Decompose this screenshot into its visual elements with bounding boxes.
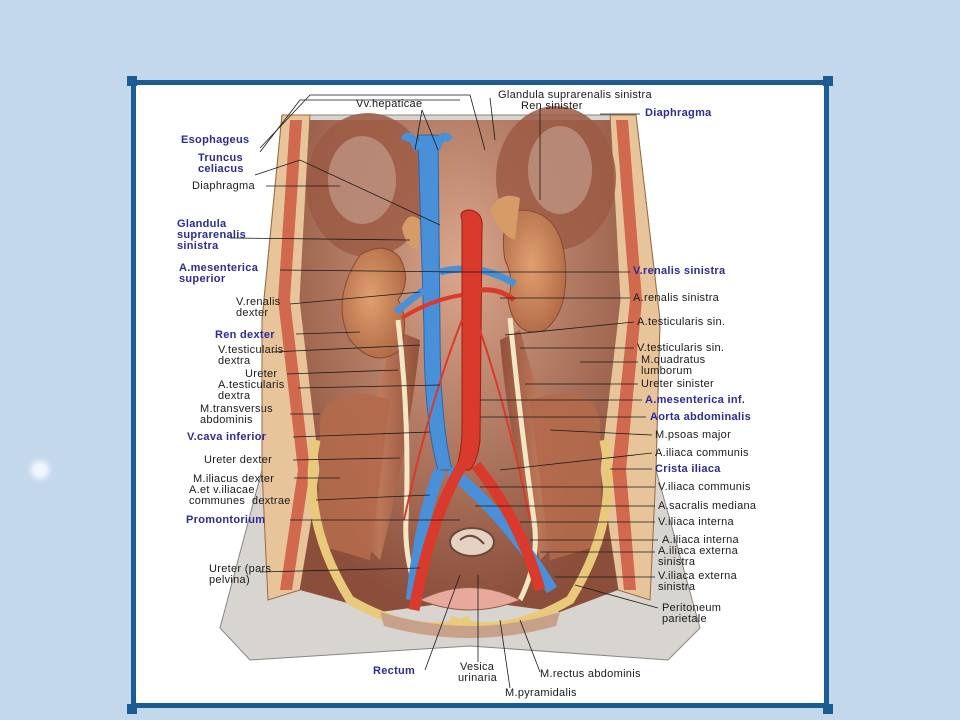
label-sinistra: sinistra <box>177 240 219 252</box>
a-testicularis-dextra-shape <box>403 319 463 521</box>
a-iliaca-communis-right <box>408 462 467 611</box>
label-peritoneum: Peritoneum <box>662 602 722 614</box>
label-ureter-sinister: Ureter sinister <box>641 378 714 390</box>
label-v-cava-inferior: V.cava inferior <box>187 431 267 443</box>
a-renalis-dextra-shape <box>400 293 463 320</box>
label-dextra-1: dextra <box>218 355 251 367</box>
label-sinistra-ae: sinistra <box>658 556 696 568</box>
slide-bullet-dot <box>34 464 46 476</box>
label-m-iliacus-dexter: M.iliacus dexter <box>193 473 275 485</box>
label-ureter-dexter: Ureter dexter <box>204 454 273 466</box>
label-m-psoas-major: M.psoas major <box>655 429 732 441</box>
label-esophageus: Esophageus <box>181 134 250 146</box>
label-a-et-v-iliacae: A.et v.iliacae <box>189 484 255 496</box>
label-dexter: dexter <box>236 307 269 319</box>
label-a-renalis-sinistra: A.renalis sinistra <box>633 292 720 304</box>
label-superior: superior <box>179 273 226 285</box>
label-aorta-abdominalis: Aorta abdominalis <box>650 411 752 423</box>
label-lumborum: lumborum <box>641 365 693 377</box>
label-dextra-2: dextra <box>218 390 251 402</box>
frame-corner-bl <box>127 704 137 714</box>
label-pelvina: pelvina) <box>209 574 250 586</box>
label-m-transversus: M.transversus <box>200 403 273 415</box>
label-v-iliaca-externa: V.iliaca externa <box>658 570 737 582</box>
label-sinistra-ve: sinistra <box>658 581 696 593</box>
label-urinaria: urinaria <box>458 672 498 684</box>
a-iliaca-communis-left <box>471 461 546 592</box>
label-v-renalis: V.renalis <box>236 296 281 308</box>
label-communes-dextrae: communes dextrae <box>189 495 291 507</box>
label-m-pyramidalis: M.pyramidalis <box>505 687 577 699</box>
label-a-testicularis-sin: A.testicularis sin. <box>637 316 726 328</box>
frame-corner-tl <box>127 76 137 86</box>
frame-corner-br <box>823 704 833 714</box>
label-v-testicularis-sin: V.testicularis sin. <box>637 342 725 354</box>
label-glandula: Glandula <box>177 218 227 230</box>
label-suprarenalis: suprarenalis <box>177 229 247 241</box>
label-ureter-pars: Ureter (pars <box>209 563 272 575</box>
label-rectum: Rectum <box>373 665 416 677</box>
label-v-renalis-sinistra: V.renalis sinistra <box>633 265 726 277</box>
adrenal-gland-left <box>490 195 520 240</box>
label-ren-dexter: Ren dexter <box>215 329 275 341</box>
label-glandula-suprarenalis-sinistra-top: Glandula suprarenalis sinistra <box>498 89 652 101</box>
label-a-testicularis-dextra: A.testicularis <box>218 379 285 391</box>
label-abdominis: abdominis <box>200 414 253 426</box>
label-diaphragma-left: Diaphragma <box>192 180 255 192</box>
label-a-mesenterica-inf: A.mesenterica inf. <box>645 394 746 406</box>
label-a-mesenterica: A.mesenterica <box>179 262 259 274</box>
label-celiacus: celiacus <box>198 163 244 175</box>
label-truncus: Truncus <box>198 152 243 164</box>
label-vv-hepaticae: Vv.hepaticae <box>356 98 423 110</box>
label-m-quadratus: M.quadratus <box>641 354 706 366</box>
rectum-shape <box>449 527 495 557</box>
v-iliaca-communis-left <box>446 465 558 594</box>
label-v-iliaca-communis: V.iliaca communis <box>658 481 751 493</box>
label-a-iliaca-communis: A.iliaca communis <box>655 447 749 459</box>
label-ureter: Ureter <box>245 368 278 380</box>
aorta-abdominalis-shape <box>455 209 483 471</box>
label-crista-iliaca: Crista iliaca <box>655 463 721 475</box>
label-m-rectus-abdominis: M.rectus abdominis <box>540 668 641 680</box>
label-ren-sinister: Ren sinister <box>521 100 583 112</box>
label-parietale: parietale <box>662 613 707 625</box>
label-a-sacralis-mediana: A.sacralis mediana <box>658 500 757 512</box>
label-v-testicularis-dextra: V.testicularis <box>218 344 284 356</box>
label-a-iliaca-interna: A.iliaca interna <box>662 534 739 546</box>
label-v-iliaca-interna: V.iliaca interna <box>658 516 734 528</box>
label-vesica: Vesica <box>460 661 495 673</box>
a-testicularis-sinistra-shape <box>479 329 531 521</box>
label-diaphragma-right: Diaphragma <box>645 107 712 119</box>
label-promontorium: Promontorium <box>186 514 266 526</box>
label-a-iliaca-externa: A.iliaca externa <box>658 545 739 557</box>
frame-corner-tr <box>823 76 833 86</box>
